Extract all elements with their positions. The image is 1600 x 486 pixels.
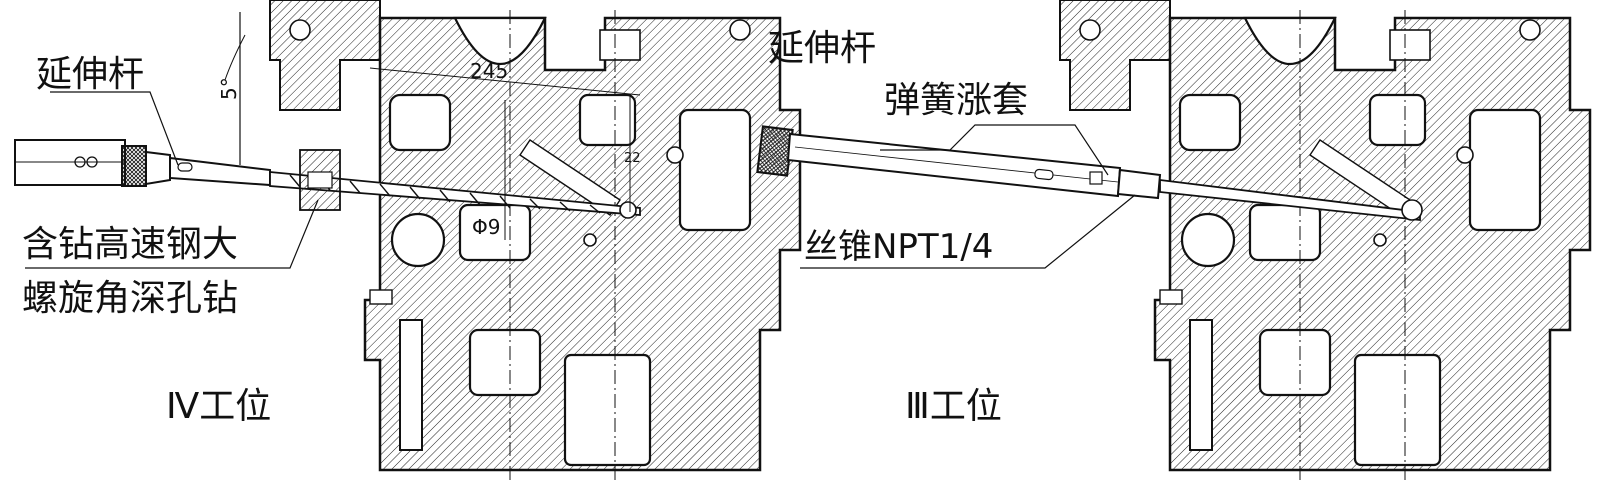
left-drill-label-line1: 含钻高速钢大 [22, 224, 238, 265]
right-station-label: Ⅲ工位 [905, 386, 1002, 427]
right-housing [1058, 0, 1592, 482]
left-extension-label: 延伸杆 [36, 54, 144, 95]
left-dim-small: 22 [624, 151, 641, 166]
left-extension-leader [50, 91, 179, 166]
right-tap-leader [800, 194, 1136, 269]
right-collet-label: 弹簧涨套 [884, 80, 1028, 121]
right-tap-assembly [756, 125, 1423, 222]
left-dim-length: 245 [470, 59, 508, 83]
left-drill-label-line2: 螺旋角深孔钻 [22, 278, 238, 319]
left-station-label: Ⅳ工位 [166, 386, 271, 427]
left-drill-assembly [14, 139, 641, 219]
right-tap-label: 丝锥NPT1/4 [804, 227, 993, 267]
right-collet-leader [880, 124, 1109, 176]
left-drill-leader [25, 199, 319, 269]
left-dim-angle: 5° [217, 77, 241, 100]
left-dimensions [224, 12, 641, 240]
right-extension-label: 延伸杆 [768, 28, 876, 69]
left-dim-diameter: Φ9 [472, 215, 500, 239]
left-housing [268, 0, 802, 482]
